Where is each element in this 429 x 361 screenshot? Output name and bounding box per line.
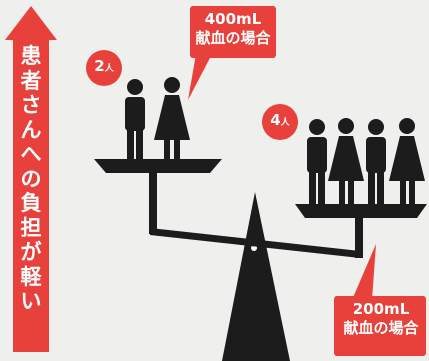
- count-label-right: 4人: [265, 111, 295, 129]
- burden-char: へ: [20, 142, 42, 166]
- person-female-icon: [389, 118, 425, 204]
- burden-char: の: [20, 166, 42, 191]
- bubble-volume: 200mL: [352, 300, 410, 318]
- bubble-caption: 献血の場合: [343, 319, 419, 337]
- count-number: 4: [270, 111, 281, 129]
- burden-char: 担: [20, 215, 42, 240]
- person-female-icon: [154, 77, 190, 159]
- left-tray: [94, 159, 222, 173]
- burden-char: ん: [20, 117, 42, 142]
- count-unit: 人: [280, 118, 290, 128]
- person-male-icon: [366, 119, 386, 204]
- person-male-icon: [307, 119, 327, 204]
- count-badge-left: [86, 50, 122, 86]
- count-badge-right: [262, 104, 298, 140]
- speech-bubble-200: [334, 244, 426, 356]
- left-tray-support: [149, 172, 157, 234]
- burden-char: さ: [20, 93, 42, 117]
- count-number: 2: [94, 57, 105, 75]
- burden-char: い: [20, 289, 42, 313]
- burden-arrow: [5, 6, 57, 352]
- count-label-left: 2人: [89, 57, 119, 75]
- balance-beam: [150, 228, 360, 258]
- bubble-text-400: 400mL 献血の場合: [192, 10, 274, 48]
- fulcrum: [222, 192, 290, 361]
- bubble-volume: 400mL: [204, 10, 262, 28]
- right-tray: [295, 204, 427, 218]
- bubble-text-200: 200mL 献血の場合: [336, 300, 426, 338]
- person-female-icon: [328, 118, 364, 204]
- burden-char: 軽: [20, 264, 42, 289]
- person-male-icon: [125, 79, 145, 159]
- burden-char: 負: [20, 191, 42, 215]
- burden-char: が: [20, 240, 42, 264]
- right-tray-support: [355, 217, 363, 258]
- bubble-caption: 献血の場合: [195, 29, 271, 47]
- burden-char: 者: [20, 68, 42, 93]
- burden-char: 患: [20, 44, 42, 68]
- burden-label: 患 者 さ ん へ の 負 担 が 軽 い: [8, 44, 54, 344]
- count-unit: 人: [104, 64, 114, 74]
- speech-bubble-400: [188, 6, 276, 100]
